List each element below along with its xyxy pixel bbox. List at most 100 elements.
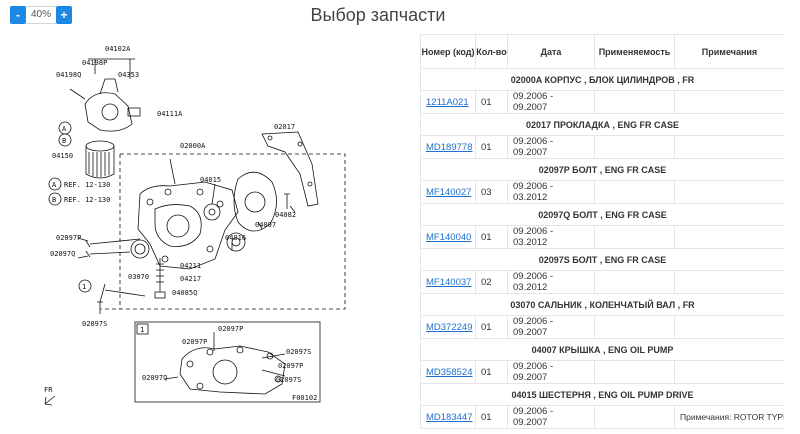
notes-cell <box>674 360 784 384</box>
marker-b-legend <box>48 192 62 206</box>
part-number-link[interactable]: MF140037 <box>426 276 472 288</box>
part-number-cell: MD372249 <box>420 315 476 339</box>
label-04198Q: 04198Q <box>56 71 81 79</box>
notes-cell <box>674 225 784 249</box>
label-04211: 04211 <box>180 262 201 270</box>
inset-label-02097P-b: 02097P <box>182 338 207 346</box>
front-direction-label: FR <box>44 386 53 394</box>
table-row: MF140027 03 09.2006 - 03.2012 <box>420 180 784 204</box>
marker-b-legend-text: B <box>52 196 56 204</box>
date-cell: 09.2006 - 09.2007 <box>507 90 595 114</box>
qty-cell: 01 <box>475 135 508 159</box>
part-number-cell: 1211A021 <box>420 90 476 114</box>
label-04085Q: 04085Q <box>172 289 197 297</box>
part-number-link[interactable]: MD183447 <box>426 411 473 423</box>
group-title: 02097Q БОЛТ , ENG FR CASE <box>420 203 784 226</box>
marker-a-legend-text: A <box>52 181 57 189</box>
label-04082: 04082 <box>275 211 296 219</box>
group-title: 04007 КРЫШКА , ENG OIL PUMP <box>420 338 784 361</box>
part-number-cell: MD358524 <box>420 360 476 384</box>
marker-a-legend <box>48 177 62 191</box>
date-cell: 09.2006 - 09.2007 <box>507 360 595 384</box>
applicability-cell <box>594 270 675 294</box>
date-cell: 09.2006 - 09.2007 <box>507 135 595 159</box>
applicability-cell <box>594 180 675 204</box>
column-header-date[interactable]: Дата <box>507 34 595 69</box>
marker-1-inset <box>136 323 149 335</box>
marker-1-inset-text: 1 <box>140 326 144 334</box>
applicability-cell <box>594 405 675 429</box>
inset-label-02097S-b: 02097S <box>276 376 301 384</box>
notes-cell <box>674 90 784 114</box>
notes-cell <box>674 180 784 204</box>
table-row: MF140040 01 09.2006 - 03.2012 <box>420 225 784 249</box>
part-number-link[interactable]: MD358524 <box>426 366 473 378</box>
label-04353: 04353 <box>118 71 139 79</box>
column-header-applicability[interactable]: Применяемость <box>594 34 675 69</box>
part-number-link[interactable]: MD189778 <box>426 141 473 153</box>
applicability-cell <box>594 315 675 339</box>
group-row: 02097S БОЛТ , ENG FR CASE <box>420 248 784 271</box>
parts-table-container[interactable]: Номер (код) Кол-во Дата Применяемость Пр… <box>420 34 784 434</box>
qty-cell: 02 <box>475 270 508 294</box>
group-title: 04015 ШЕСТЕРНЯ , ENG OIL PUMP DRIVE <box>420 383 784 406</box>
group-row: 02097Q БОЛТ , ENG FR CASE <box>420 203 784 226</box>
group-title: 02097P БОЛТ , ENG FR CASE <box>420 158 784 181</box>
label-04150: 04150 <box>52 152 73 160</box>
part-number-cell: MF140040 <box>420 225 476 249</box>
page-title: Выбор запчасти <box>310 5 446 25</box>
zoom-in-button[interactable]: + <box>56 6 72 24</box>
part-number-link[interactable]: MD372249 <box>426 321 473 333</box>
diagram-code: F00102 <box>292 394 317 402</box>
zoom-level: 40% <box>26 6 56 24</box>
inset-label-02097P-c: 02097P <box>278 362 303 370</box>
inset-label-02097S: 02097S <box>286 348 311 356</box>
marker-a-text: A <box>62 125 67 133</box>
applicability-cell <box>594 360 675 384</box>
part-number-link[interactable]: MF140027 <box>426 186 472 198</box>
applicability-cell <box>594 135 675 159</box>
label-04016: 04016 <box>225 234 246 242</box>
table-row: 1211A021 01 09.2006 - 09.2007 <box>420 90 784 114</box>
part-number-cell: MF140037 <box>420 270 476 294</box>
part-number-cell: MD183447 <box>420 405 476 429</box>
marker-1 <box>78 279 92 293</box>
inset-label-02097Q: 02097Q <box>142 374 167 382</box>
date-cell: 09.2006 - 03.2012 <box>507 180 595 204</box>
column-header-notes[interactable]: Примечания <box>674 34 784 69</box>
group-title: 02097S БОЛТ , ENG FR CASE <box>420 248 784 271</box>
qty-cell: 01 <box>475 360 508 384</box>
column-header-number[interactable]: Номер (код) <box>420 34 476 69</box>
table-row: MD372249 01 09.2006 - 09.2007 <box>420 315 784 339</box>
table-row: MD358524 01 09.2006 - 09.2007 <box>420 360 784 384</box>
group-row: 04015 ШЕСТЕРНЯ , ENG OIL PUMP DRIVE <box>420 383 784 406</box>
label-04111A: 04111A <box>157 110 183 118</box>
part-number-cell: MD189778 <box>420 135 476 159</box>
applicability-cell <box>594 90 675 114</box>
marker-b <box>58 133 72 147</box>
zoom-out-button[interactable]: - <box>10 6 26 24</box>
group-row: 02000A КОРПУС , БЛОК ЦИЛИНДРОВ , FR <box>420 68 784 91</box>
qty-cell: 01 <box>475 90 508 114</box>
part-number-link[interactable]: MF140040 <box>426 231 472 243</box>
marker-b-text: B <box>62 137 66 145</box>
applicability-cell <box>594 225 675 249</box>
ref-b-label: REF. 12-130 <box>64 196 110 204</box>
part-number-link[interactable]: 1211A021 <box>426 96 469 108</box>
label-04015: 04015 <box>200 176 221 184</box>
notes-cell <box>674 135 784 159</box>
ref-a-label: REF. 12-130 <box>64 181 110 189</box>
group-row: 03070 САЛЬНИК , КОЛЕНЧАТЫЙ ВАЛ , FR <box>420 293 784 316</box>
notes-cell: Примечания: ROTOR TYPE <box>674 405 784 429</box>
column-header-qty[interactable]: Кол-во <box>475 34 508 69</box>
group-title: 02000A КОРПУС , БЛОК ЦИЛИНДРОВ , FR <box>420 68 784 91</box>
group-row: 04007 КРЫШКА , ENG OIL PUMP <box>420 338 784 361</box>
table-header-row: Номер (код) Кол-во Дата Применяемость Пр… <box>420 34 784 69</box>
notes-cell <box>674 315 784 339</box>
table-row: MD183447 01 09.2006 - 09.2007 Примечания… <box>420 405 784 429</box>
table-row: MF140037 02 09.2006 - 03.2012 <box>420 270 784 294</box>
parts-diagram-drawing: A B A B 1 1 REF. 12-130 REF. 12-130 0410… <box>44 45 346 406</box>
parts-table: Номер (код) Кол-во Дата Применяемость Пр… <box>420 34 784 429</box>
group-title: 03070 САЛЬНИК , КОЛЕНЧАТЫЙ ВАЛ , FR <box>420 293 784 316</box>
parts-diagram[interactable]: A B A B 1 1 REF. 12-130 REF. 12-130 0410… <box>0 34 410 434</box>
